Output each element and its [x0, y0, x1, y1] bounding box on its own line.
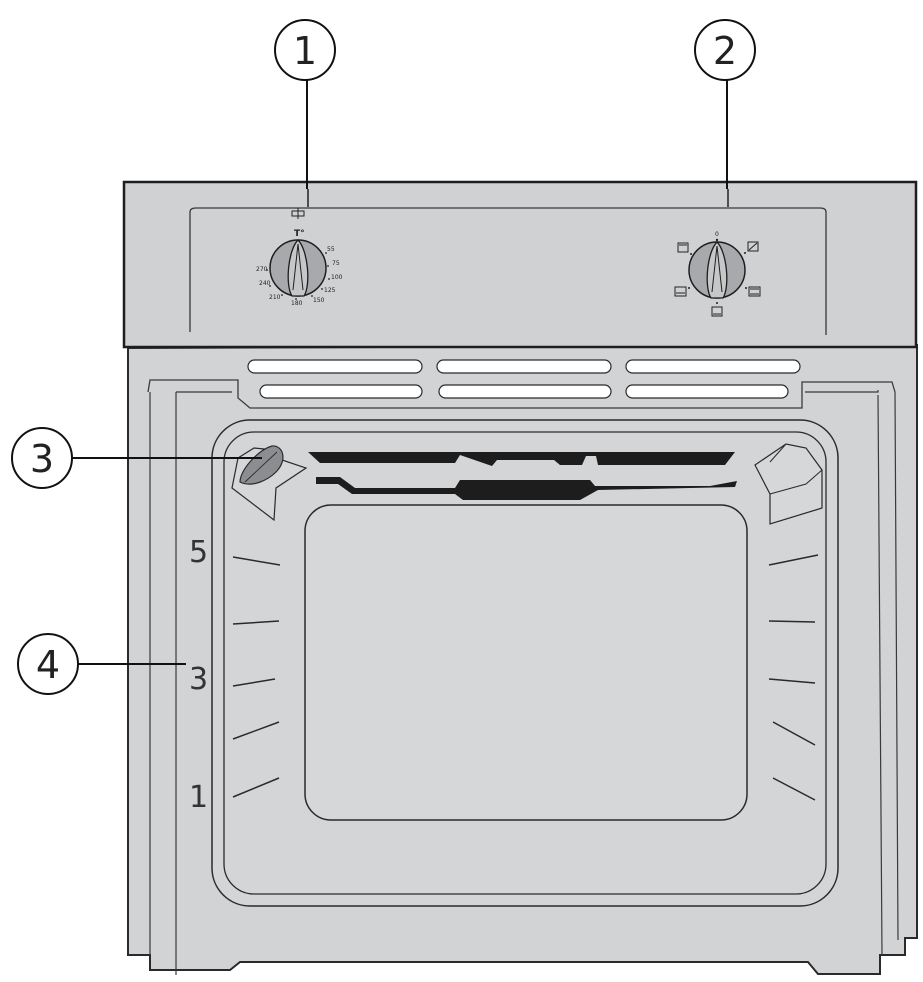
callout-1: 1 — [274, 19, 336, 189]
top-bottom-heat-icon — [674, 286, 690, 297]
shelf-level-1: 1 — [189, 780, 208, 815]
right-cavity-bracket — [754, 443, 823, 525]
thermostat-scale-label: 210 — [269, 294, 281, 301]
callout-4: 4 — [17, 633, 186, 695]
shelf-level-labels: 5 3 1 — [189, 535, 208, 815]
thermostat-symbol: T° — [294, 229, 305, 239]
function-zero-label: 0 — [715, 231, 719, 238]
thermostat-scale-label: 240 — [259, 280, 271, 287]
cavity-back-panel — [304, 504, 748, 821]
callout-3-label: 3 — [30, 437, 54, 481]
top-heat-icon — [677, 242, 692, 255]
shelf-runners — [232, 554, 819, 801]
thermostat-scale-label: 125 — [324, 287, 336, 294]
thermostat-scale-label: 75 — [332, 260, 340, 267]
callout-1-label: 1 — [293, 29, 317, 73]
thermostat-knob[interactable]: T° 55 75 100 125 150 180 210 240 270 — [256, 229, 343, 307]
callout-3: 3 — [11, 427, 262, 489]
callout-4-label: 4 — [36, 643, 60, 687]
function-knob[interactable]: 0 — [688, 231, 746, 299]
thermostat-scale-label: 100 — [331, 274, 343, 281]
oven-lamp — [231, 445, 308, 522]
thermostat-scale-label: 270 — [256, 266, 268, 273]
thermostat-scale-label: 180 — [291, 300, 303, 307]
thermostat-scale: 55 75 100 125 150 180 210 240 270 — [256, 246, 343, 307]
vent-slots — [247, 359, 801, 399]
shelf-level-5: 5 — [189, 535, 208, 570]
callout-2: 2 — [694, 19, 756, 189]
grill-heating-element — [308, 452, 737, 500]
callout-2-label: 2 — [713, 29, 737, 73]
thermostat-scale-label: 55 — [327, 246, 335, 253]
shelf-level-3: 3 — [189, 662, 208, 697]
control-panel — [122, 180, 918, 349]
grill-icon — [744, 241, 759, 254]
oven-door-frame — [147, 379, 899, 975]
bottom-heat-icon — [745, 286, 761, 297]
indicator-lamp-icon — [291, 208, 305, 219]
thermostat-scale-label: 150 — [313, 297, 325, 304]
oven-light-icon — [711, 302, 723, 317]
